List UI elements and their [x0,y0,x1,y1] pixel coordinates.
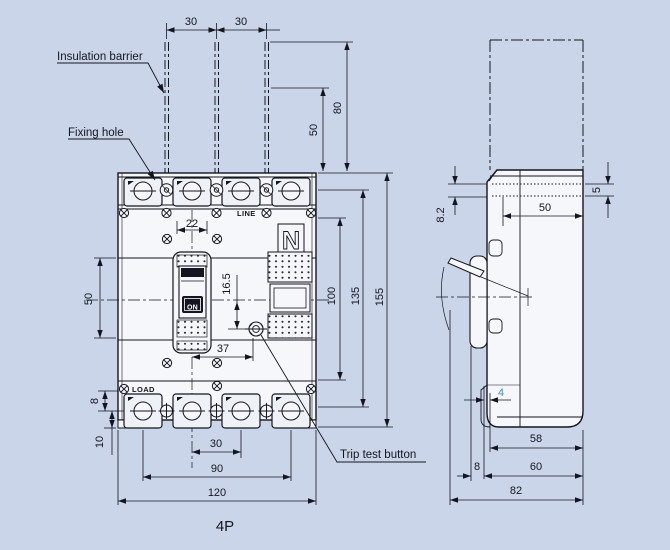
cover-tab [488,318,503,334]
barrier-slot-icon [259,183,274,197]
dim-top-pitch-lines [166,23,280,39]
screw-icon [305,383,317,395]
fixing-hole-leader [68,138,156,181]
dim-base-height: 10 [94,436,106,448]
terminal-pad [172,177,212,207]
barrier-slot-icon [159,183,174,197]
screw-icon [211,207,222,219]
dim-cover-step: 8.2 [435,207,447,222]
screw-icon [118,207,130,219]
terminal-pad [172,393,212,429]
dim-pole-pitch-bottom: 30 [210,438,222,450]
screw-icon [161,207,172,219]
line-marking: LINE [237,209,256,218]
dim-trip-offset-h: 37 [217,343,229,355]
line-terminals [123,177,311,207]
dim-foot-offset: 4 [498,387,504,399]
dim-bottom-lines [117,430,317,505]
dim-barrier-height-inner: 50 [308,124,320,136]
dim-mounting-width: 90 [211,463,223,475]
dim-top-depth: 50 [539,202,551,214]
screw-icon [211,380,223,392]
barrier-slot-icon [209,183,224,197]
dim-mount-depth: 60 [530,461,542,473]
terminal-pad [271,177,311,207]
dim-handle-window-height: 50 [83,293,95,305]
dim-barrier-height-lines [270,41,393,174]
insulation-barrier-leader [57,62,165,94]
trip-test-button[interactable] [245,321,267,337]
dim-37-lines [192,338,254,361]
cover-tab [488,239,503,257]
front-view: LINE 22 N ON [83,16,393,505]
dim-height-overall: 155 [374,288,386,306]
dim-5-lines [585,162,614,218]
fixing-screw-icon [211,233,223,245]
terminal-pad [123,177,163,207]
dim-pole-pitch-top-2: 30 [235,16,247,28]
fixing-screw-icon [211,357,223,369]
dim-height-mounting: 100 [326,287,338,305]
terminal-pad [221,393,261,429]
dim-height-inner: 135 [350,287,362,305]
fixing-hole-label: Fixing hole [68,127,124,139]
side-detail-lines [480,169,583,428]
barrier-envelope [489,39,584,170]
side-view: 8.2 5 50 4 [435,39,614,505]
escutcheon-profile [469,255,488,349]
dim-width-overall: 120 [208,487,226,499]
accessory-windows [267,251,313,339]
fixing-screw-icon [161,357,173,369]
operating-handle[interactable]: ON [172,251,212,354]
dim-8-2-lines [448,166,487,215]
dim-top-depth-lines [502,197,583,226]
load-terminals [123,393,311,429]
screw-icon [305,207,317,219]
terminal-pad [271,393,311,429]
dim-4-lines [464,386,511,479]
pole-caption: 4P [216,518,234,535]
dim-height-lines [318,173,393,428]
terminal-pad [221,177,261,207]
dim-cover-thickness: 5 [591,187,603,193]
neutral-pole-marking: N [282,227,300,255]
handle-lever-profile [447,257,485,278]
insulation-barrier-label: Insulation barrier [57,51,143,63]
dim-trip-offset-v: 16.5 [221,273,233,294]
on-button-face [182,296,203,313]
dim-22-lines [176,221,208,234]
dim-left-lines [94,257,124,455]
toggle-cap [181,268,204,277]
terminal-pad [123,393,163,429]
trip-test-button-label: Trip test button [340,449,416,461]
load-marking: LOAD [132,385,155,394]
dim-mount-hole-pitch: 22 [186,218,198,230]
dim-pole-pitch-top-1: 30 [185,16,197,28]
dim-terminal-depth: 8 [89,398,101,404]
screw-icon [118,383,130,395]
side-body [486,169,584,428]
callouts: Insulation barrier Fixing hole Trip test… [57,51,426,463]
handle-swing-arc [441,266,450,331]
dim-16-5-lines [228,275,247,330]
dim-depth-lines [449,310,584,505]
screw-icon [261,207,272,219]
fixing-screw-icon [161,233,173,245]
dim-handle-projection: 8 [474,461,480,473]
insulation-barrier-lines [164,42,269,186]
dim-barrier-height-outer: 80 [332,102,344,114]
dim-base-depth: 58 [530,433,542,445]
dim-depth-overall: 82 [510,485,522,497]
trip-test-leader [260,334,426,463]
on-marking: ON [187,305,198,312]
